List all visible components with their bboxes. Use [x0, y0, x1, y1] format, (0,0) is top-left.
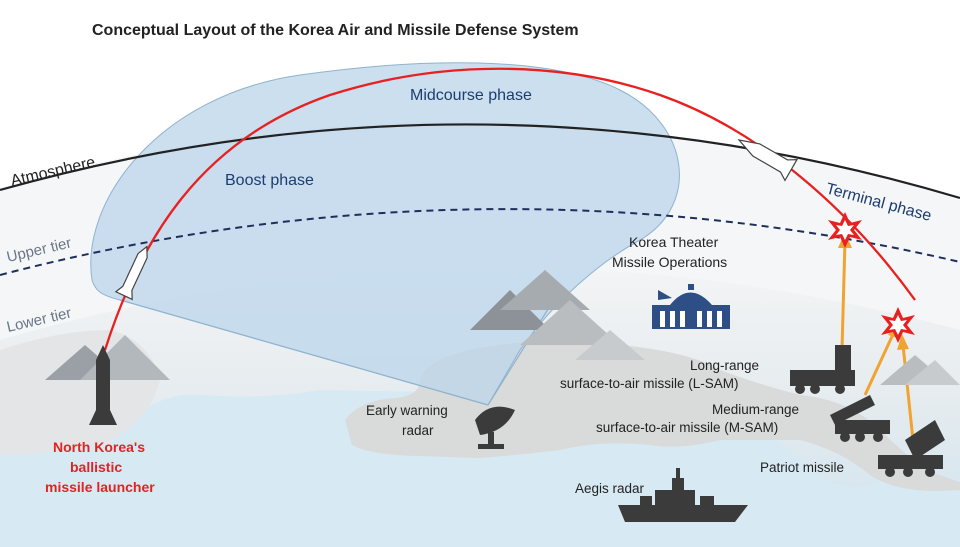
- diagram-title: Conceptual Layout of the Korea Air and M…: [92, 22, 579, 39]
- early-warning-label-line2: radar: [402, 423, 434, 438]
- mountains-right-icon: [880, 355, 960, 385]
- midcourse-phase-label: Midcourse phase: [410, 87, 532, 104]
- patriot-label: Patriot missile: [760, 460, 844, 475]
- early-warning-radar-icon: [475, 406, 515, 449]
- patriot-arrowhead: [897, 334, 909, 350]
- msam-label-line1: Medium-range: [712, 402, 799, 417]
- launcher-label-line3: missile launcher: [45, 479, 155, 495]
- upper-tier-line: [0, 208, 960, 276]
- missile-trajectory: [103, 67, 916, 351]
- early-warning-label-line1: Early warning: [366, 403, 448, 418]
- boost-phase-label: Boost phase: [225, 172, 314, 189]
- ktmo-label-line1: Korea Theater: [629, 234, 719, 250]
- ballistic-missile-launcher-icon: [89, 345, 117, 425]
- atmosphere-line: [0, 123, 960, 200]
- ktmo-label-line2: Missile Operations: [612, 254, 727, 270]
- explosion-upper-icon: [828, 212, 862, 248]
- lsam-interceptor-path: [840, 239, 847, 351]
- ktmo-building-icon: [652, 284, 730, 329]
- mountains-center-icon: [470, 270, 645, 360]
- msam-label-line2: surface-to-air missile (M-SAM): [596, 420, 778, 435]
- patriot-vehicle-icon: [878, 420, 945, 477]
- boost-rocket-icon: [114, 245, 148, 301]
- explosion-lower-icon: [881, 307, 915, 343]
- lsam-label-line2: surface-to-air missile (L-SAM): [560, 376, 739, 391]
- aegis-ship-icon: [618, 468, 748, 522]
- patriot-interceptor-path: [901, 344, 915, 441]
- lsam-vehicle-icon: [790, 345, 855, 394]
- reentry-vehicle-icon: [737, 139, 799, 182]
- lsam-label-line1: Long-range: [690, 358, 759, 373]
- aegis-label: Aegis radar: [575, 481, 645, 496]
- radar-beam-lower: [119, 299, 489, 406]
- msam-interceptor-path: [863, 329, 897, 396]
- launcher-label-line1: North Korea's: [53, 439, 145, 455]
- launcher-label-line2: ballistic: [70, 459, 122, 475]
- msam-vehicle-icon: [830, 395, 890, 442]
